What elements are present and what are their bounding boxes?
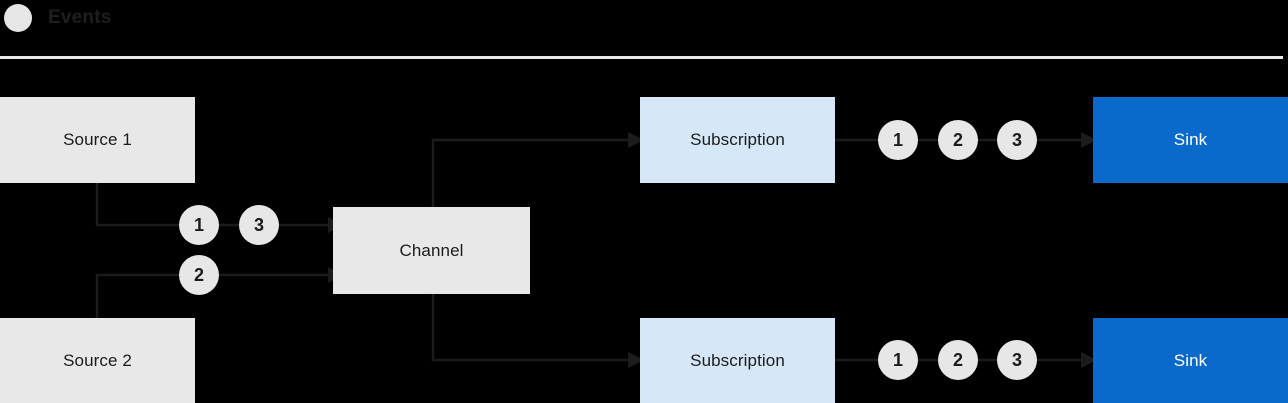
node-label: Sink [1173, 130, 1208, 149]
legend: Events [0, 0, 400, 36]
node-label: Source 2 [63, 351, 132, 370]
event-badge-source1-1: 1 [179, 205, 219, 245]
node-subscription-2[interactable]: Subscription [640, 318, 835, 403]
header-divider [0, 56, 1283, 59]
node-label: Subscription [690, 130, 785, 149]
wire-channel-subscription2 [431, 294, 628, 362]
event-badge-sink1-3: 3 [997, 120, 1037, 160]
node-subscription-1[interactable]: Subscription [640, 97, 835, 183]
legend-label: Events [48, 7, 112, 28]
filled-circle-icon [4, 4, 32, 32]
node-label: Subscription [690, 351, 785, 370]
node-label: Source 1 [63, 130, 132, 149]
event-badge-sink1-2: 2 [938, 120, 978, 160]
node-label: Channel [399, 240, 464, 260]
node-sink-2[interactable]: Sink [1093, 318, 1288, 403]
node-channel[interactable]: Channel [333, 207, 530, 294]
event-badge-sink2-1: 1 [878, 340, 918, 380]
event-badge-source1-3: 3 [239, 205, 279, 245]
event-badge-sink1-1: 1 [878, 120, 918, 160]
node-source-2[interactable]: Source 2 [0, 318, 195, 403]
node-sink-1[interactable]: Sink [1093, 97, 1288, 183]
event-badge-sink2-2: 2 [938, 340, 978, 380]
node-source-1[interactable]: Source 1 [0, 97, 195, 183]
event-badge-source2-2: 2 [179, 255, 219, 295]
event-badge-sink2-3: 3 [997, 340, 1037, 380]
wire-channel-subscription1 [431, 138, 628, 207]
node-label: Sink [1173, 351, 1208, 370]
